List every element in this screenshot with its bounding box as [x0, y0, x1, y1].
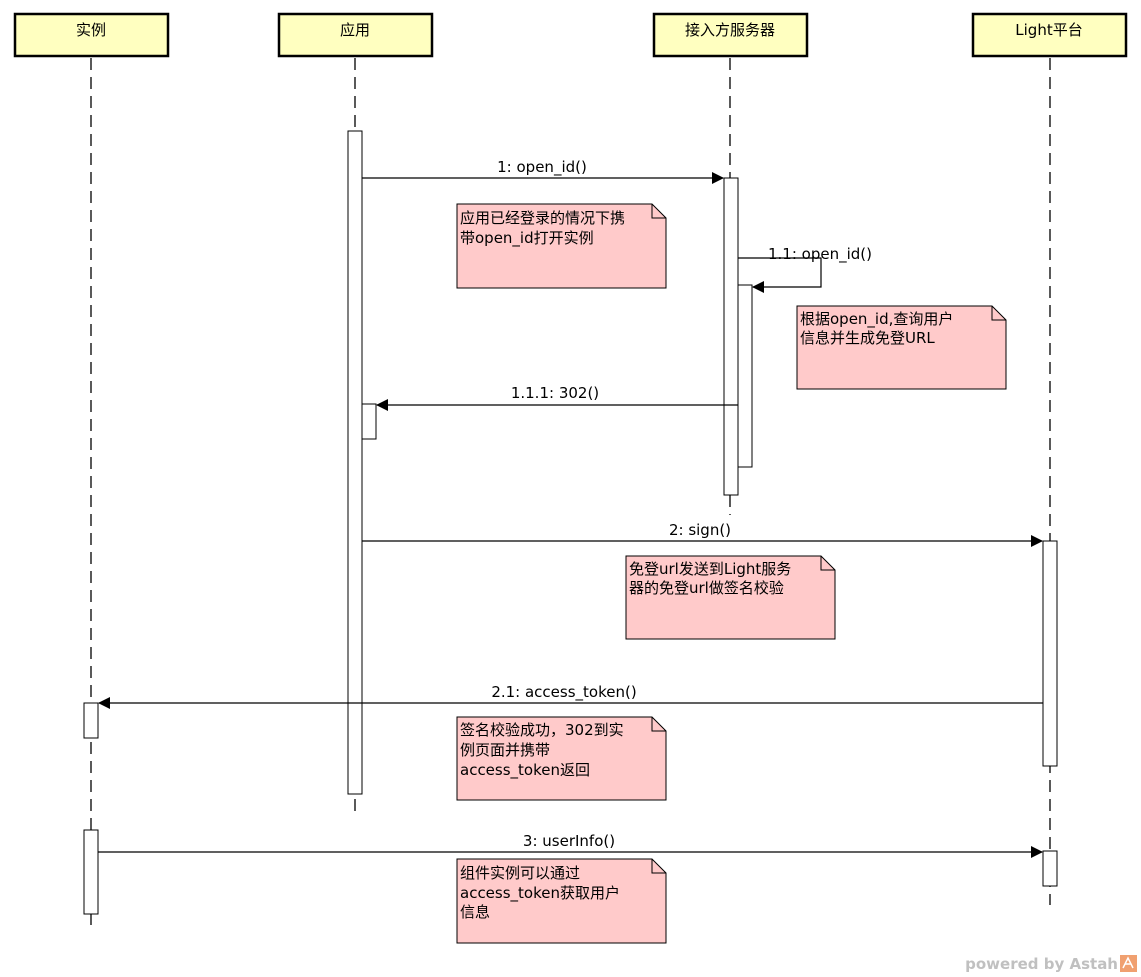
message-open-id[interactable]: 1: open_id() — [362, 158, 724, 184]
lifeline-label-light: Light平台 — [1015, 21, 1082, 39]
note-5[interactable]: 组件实例可以通过 access_token获取用户 信息 — [456, 858, 667, 944]
note-4[interactable]: 签名校验成功，302到实 例页面并携带 access_token返回 — [456, 716, 667, 801]
message-label-open-id: 1: open_id() — [497, 158, 587, 177]
note-2-line-2: 信息并生成免登URL — [800, 329, 935, 347]
activation-light-userinfo — [1042, 850, 1058, 887]
message-access-token[interactable]: 2.1: access_token() — [98, 683, 1043, 709]
activation-instance-userinfo — [83, 829, 99, 915]
note-4-line-2: 例页面并携带 — [460, 741, 550, 759]
lifeline-app[interactable]: 应用 — [277, 12, 434, 58]
note-1[interactable]: 应用已经登录的情况下携 带open_id打开实例 — [456, 203, 667, 289]
activation-instance-token — [83, 702, 99, 739]
activation-server-main — [723, 177, 739, 496]
note-2-line-1: 根据open_id,查询用户 — [800, 310, 953, 329]
lifeline-label-instance: 实例 — [76, 21, 106, 39]
message-sign[interactable]: 2: sign() — [362, 521, 1043, 547]
note-3-line-2: 器的免登url做签名校验 — [629, 579, 784, 597]
note-2[interactable]: 根据open_id,查询用户 信息并生成免登URL — [796, 305, 1007, 390]
message-label-sign: 2: sign() — [669, 521, 731, 539]
activation-light-sign — [1042, 540, 1058, 767]
message-label-302: 1.1.1: 302() — [511, 384, 599, 402]
note-1-line-1: 应用已经登录的情况下携 — [460, 209, 625, 227]
message-label-userinfo: 3: userInfo() — [523, 832, 615, 850]
watermark-text: powered by Astah — [965, 955, 1118, 973]
activation-server-self — [737, 284, 753, 468]
message-label-access-token: 2.1: access_token() — [491, 683, 636, 702]
note-4-line-3: access_token返回 — [460, 761, 590, 780]
lifeline-access-server[interactable]: 接入方服务器 — [652, 12, 809, 58]
lifeline-label-access-server: 接入方服务器 — [685, 21, 775, 39]
activation-app-main — [347, 130, 363, 795]
note-5-line-3: 信息 — [460, 903, 490, 921]
lifeline-light[interactable]: Light平台 — [971, 12, 1128, 58]
lifeline-instance[interactable]: 实例 — [13, 12, 170, 58]
note-3[interactable]: 免登url发送到Light服务 器的免登url做签名校验 — [625, 555, 836, 640]
astah-logo-icon — [1120, 955, 1137, 972]
activation-app-302 — [361, 403, 377, 440]
note-5-line-2: access_token获取用户 — [460, 884, 620, 903]
note-5-line-1: 组件实例可以通过 — [460, 864, 580, 882]
lifeline-label-app: 应用 — [340, 21, 370, 39]
note-3-line-1: 免登url发送到Light服务 — [629, 560, 791, 578]
message-userinfo[interactable]: 3: userInfo() — [98, 832, 1043, 858]
note-4-line-1: 签名校验成功，302到实 — [460, 721, 624, 739]
note-1-line-2: 带open_id打开实例 — [460, 229, 594, 248]
message-label-self-open-id: 1.1: open_id() — [768, 245, 872, 264]
watermark: powered by Astah — [965, 955, 1137, 973]
message-302[interactable]: 1.1.1: 302() — [376, 384, 738, 411]
message-self-open-id[interactable]: 1.1: open_id() — [738, 245, 872, 293]
